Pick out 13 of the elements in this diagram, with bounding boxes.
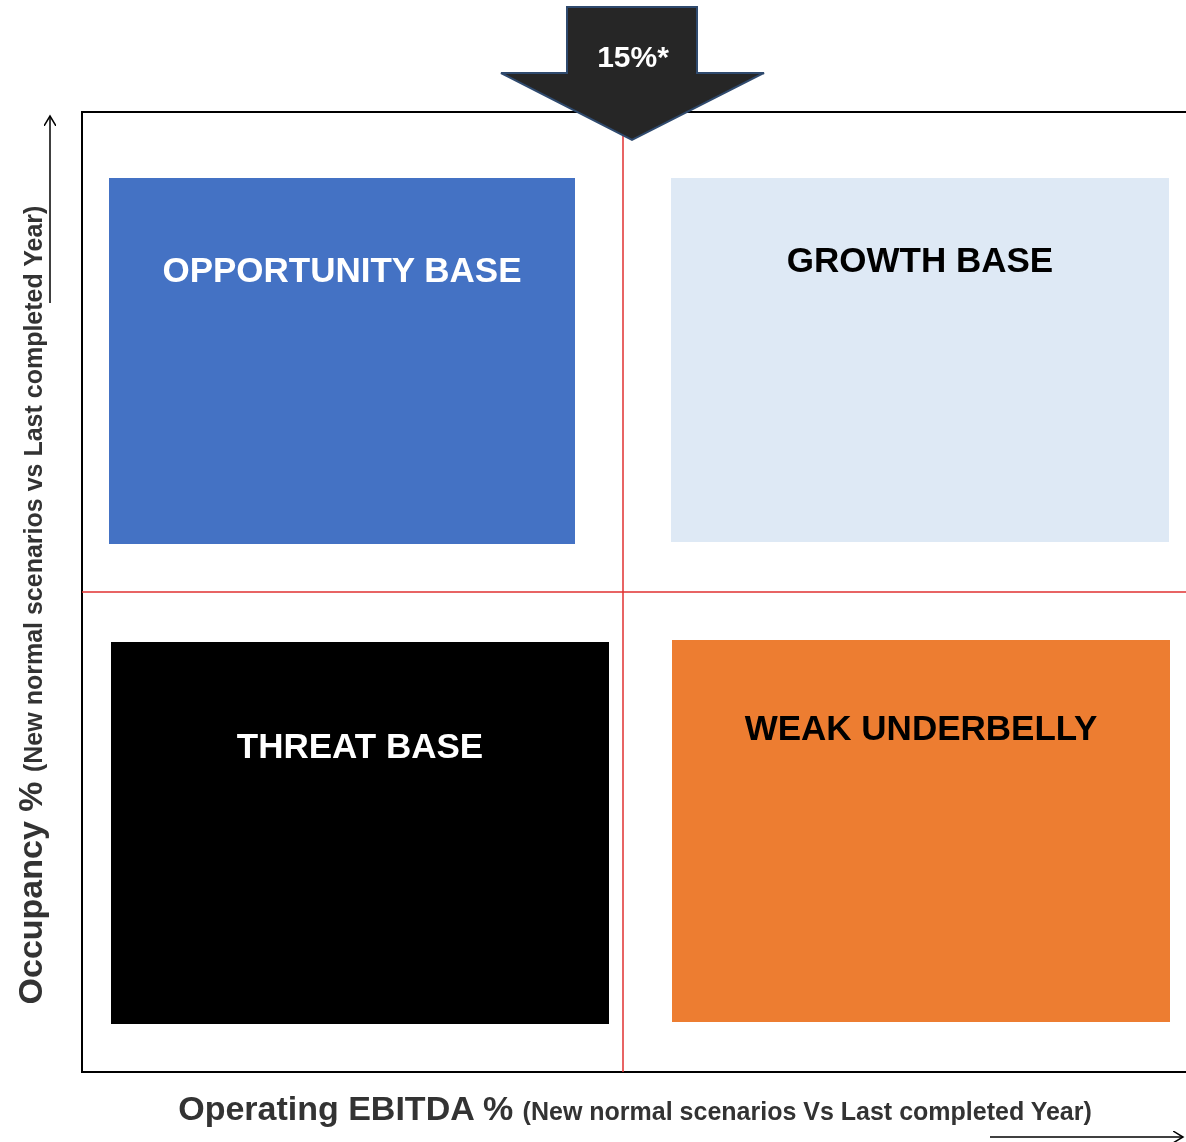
quadrant-title: OPPORTUNITY BASE [162,250,522,290]
quadrant-title: THREAT BASE [236,726,484,766]
quadrant-box [109,178,575,544]
quadrant-box [672,640,1170,1022]
quadrant-title: GROWTH BASE [786,240,1054,280]
axis-subtitle: (New normal scenarios vs Last completed Year) [18,205,47,772]
axis-title: Operating EBITDA % [178,1088,515,1127]
quadrant-box [671,178,1169,542]
axis-title: Occupancy % [10,780,49,1005]
axis-subtitle: (New normal scenarios Vs Last completed Year) [522,1096,1092,1125]
threshold-label: 15%* [596,40,670,74]
quadrant-box [111,642,609,1024]
quadrant-title: WEAK UNDERBELLY [744,708,1098,748]
